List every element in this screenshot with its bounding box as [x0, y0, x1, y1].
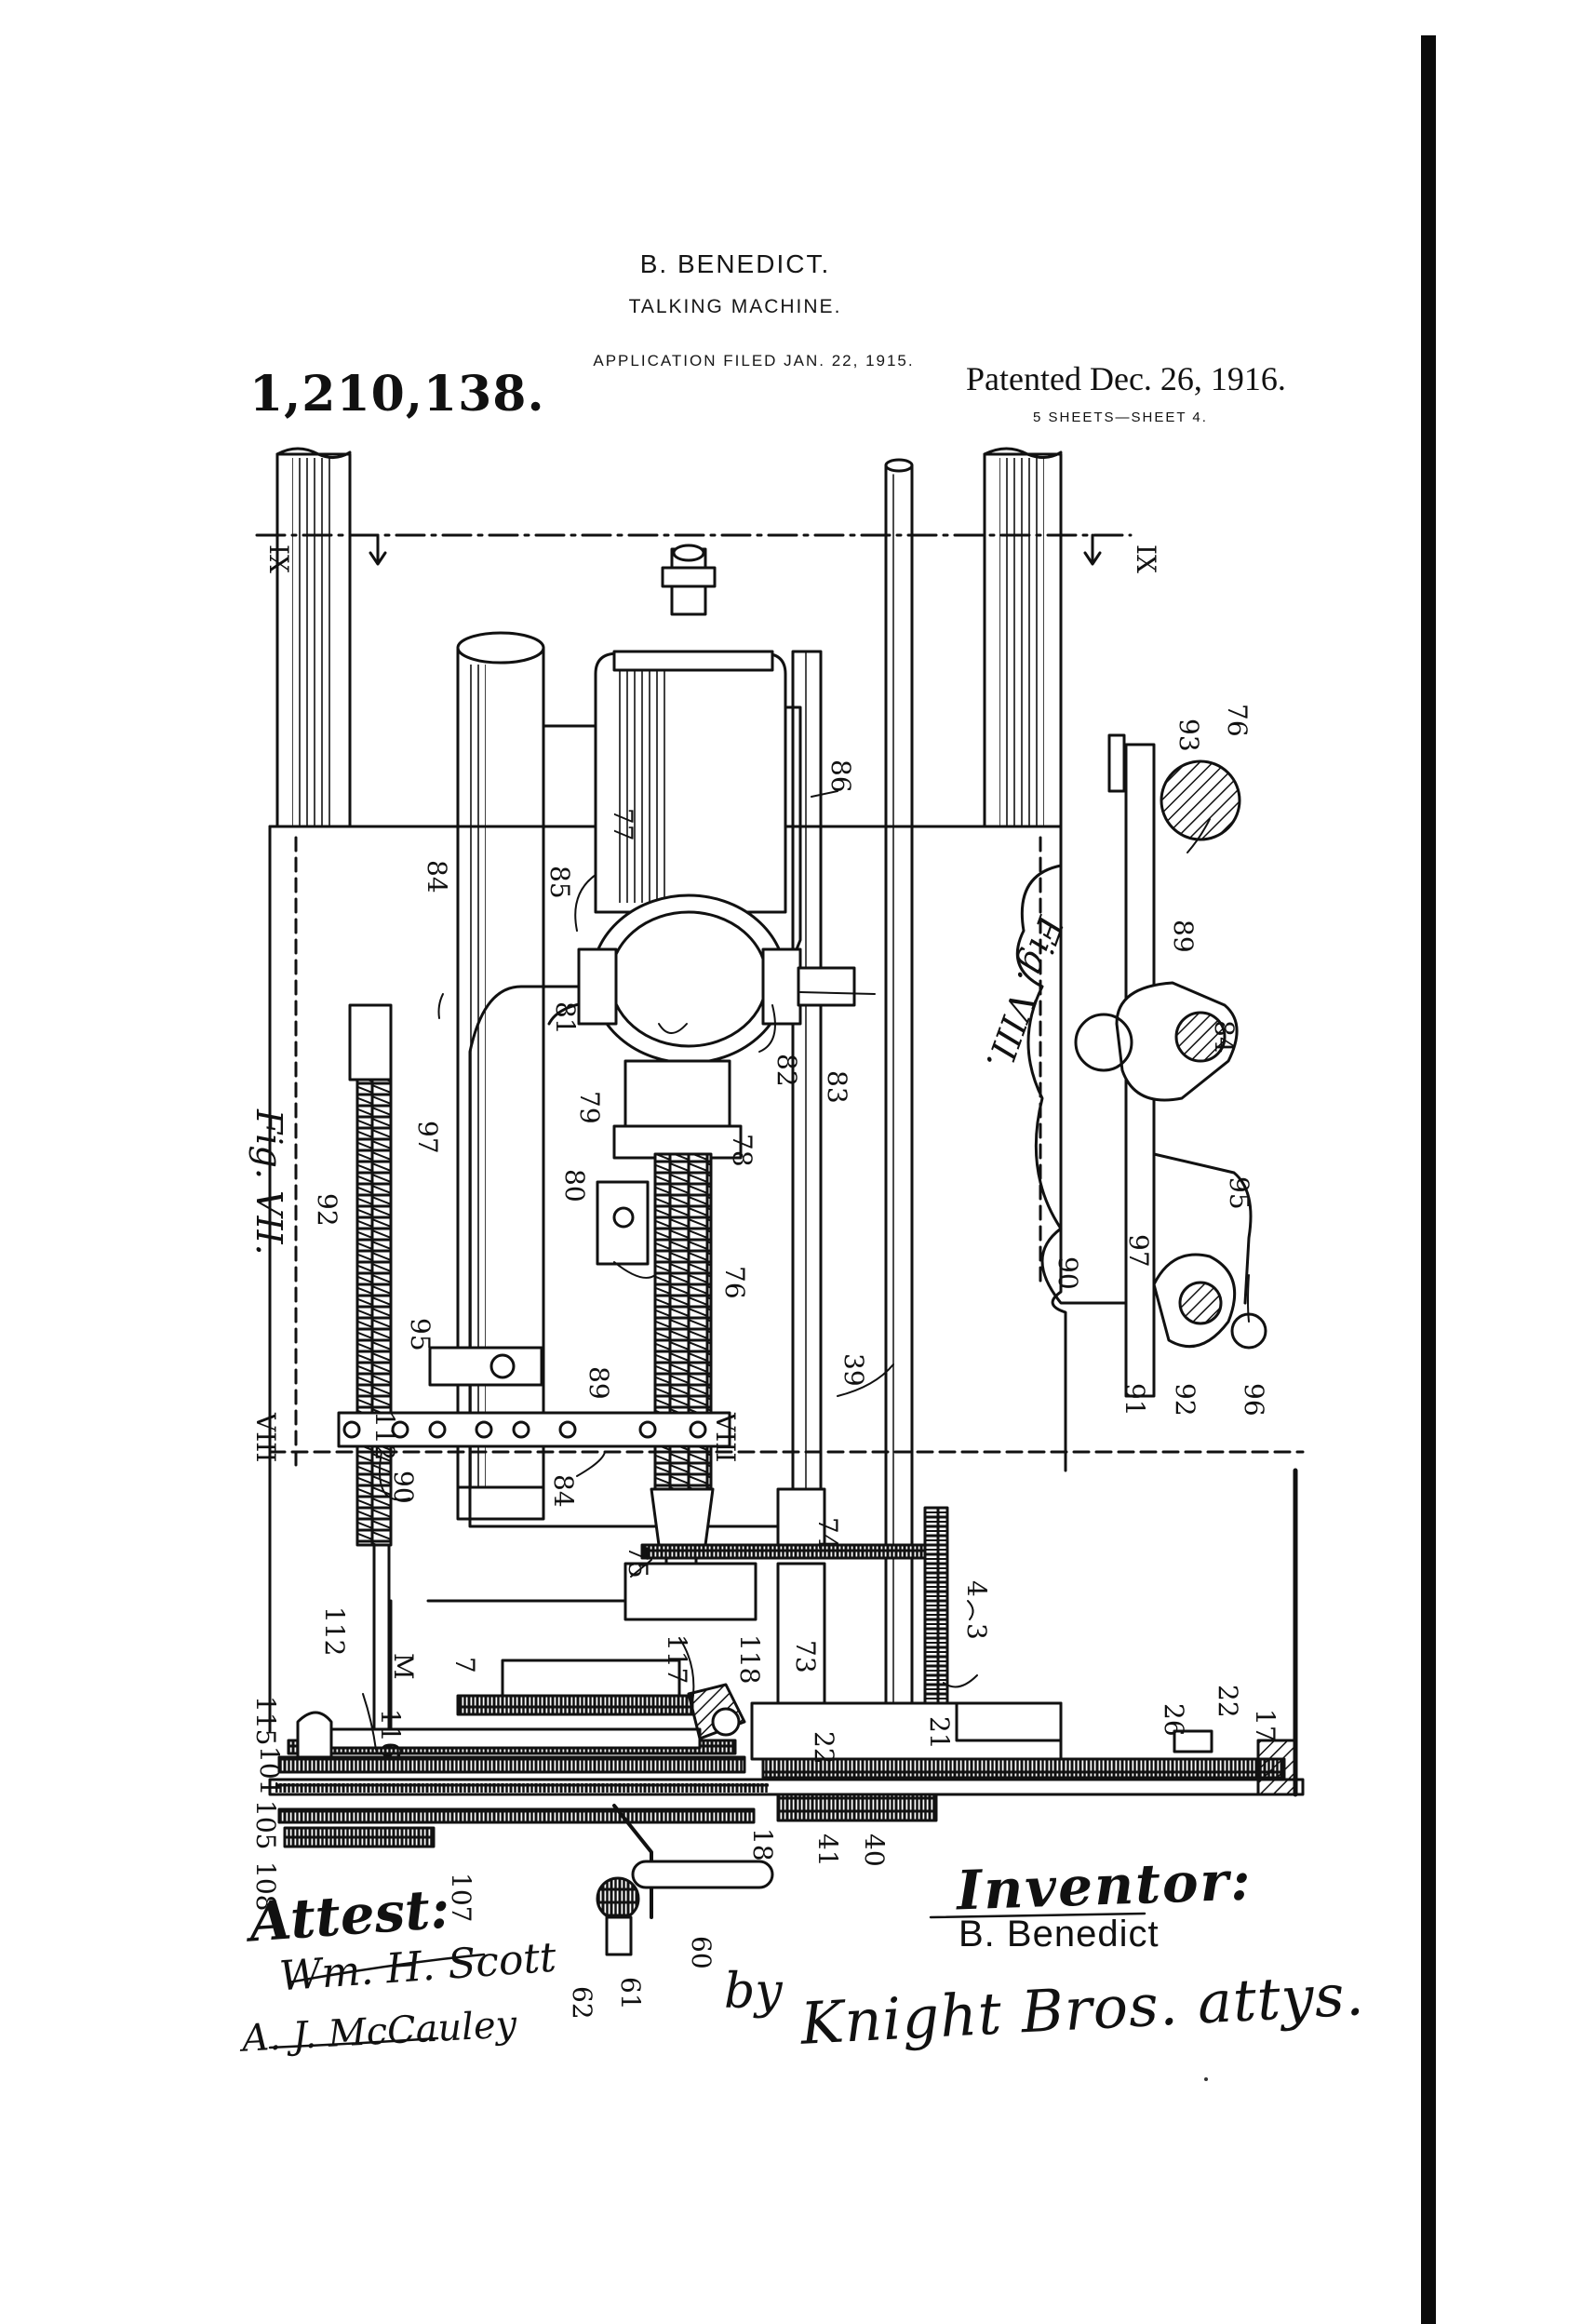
leader-lines [362, 790, 1250, 1751]
numeral: M [388, 1653, 419, 1680]
numeral: 95 [1224, 1176, 1254, 1210]
numeral: 115 [250, 1696, 281, 1745]
numeral: 90 [388, 1471, 419, 1504]
numeral: 84 [1209, 1020, 1240, 1054]
numeral: 77 [608, 808, 638, 841]
right-upright [983, 447, 1063, 828]
numeral: 90 [1052, 1256, 1083, 1290]
numeral: 81 [550, 1001, 581, 1035]
numeral: 112 [319, 1606, 350, 1656]
figure-label-8: Fig. VIII. [978, 910, 1071, 1075]
numeral: 79 [574, 1091, 605, 1124]
figure-label-7: Fig. VII. [248, 1108, 289, 1256]
motor-77 [594, 544, 787, 914]
numeral: 78 [727, 1134, 757, 1167]
numeral: 107 [446, 1873, 476, 1922]
bracket-95 [428, 1346, 543, 1387]
numeral: 74 [812, 1517, 843, 1551]
numeral: 116 [375, 1709, 406, 1758]
inventor-label: Inventor: [955, 1848, 1254, 1923]
numeral: 41 [812, 1834, 843, 1867]
numeral: 17 [1250, 1709, 1280, 1742]
patented-date: Patented Dec. 26, 1916. [966, 360, 1286, 397]
numeral: 118 [734, 1634, 765, 1684]
numeral: 40 [859, 1834, 890, 1867]
numeral: 85 [544, 866, 575, 899]
gear-housing [389, 1562, 1063, 1761]
numeral: 18 [747, 1828, 778, 1861]
section-label: IX [1131, 544, 1161, 573]
numeral: 105 [250, 1800, 281, 1849]
numeral: 92 [1170, 1383, 1200, 1417]
patent-number: 1,210,138. [249, 366, 545, 423]
gear-74 [640, 1487, 949, 1705]
numeral: 76 [1222, 704, 1253, 737]
numeral: 91 [1119, 1383, 1150, 1417]
page-edge-bar [1421, 35, 1436, 2324]
numeral: 101 [254, 1746, 285, 1795]
numeral: 4 [961, 1580, 992, 1597]
numeral: 117 [662, 1634, 692, 1684]
section-label: VIII [710, 1412, 741, 1462]
invention-title: TALKING MACHINE. [628, 296, 842, 317]
numeral: 61 [615, 1977, 646, 2010]
inventor-signature: B. Benedict [959, 1914, 1160, 1955]
numeral: 26 [1159, 1703, 1189, 1737]
feed-screw-92 [348, 1003, 393, 1752]
stray-mark [1204, 2077, 1208, 2081]
numeral: 21 [924, 1716, 955, 1750]
numeral: 97 [412, 1121, 443, 1154]
bar-89 [337, 1411, 731, 1448]
base-frame [268, 825, 1305, 1733]
numeral: 22 [1213, 1685, 1243, 1718]
numeral: 84 [548, 1474, 579, 1508]
reference-numerals: IX IX VIII VIII Fig. VII. Fig. VIII. 77 … [248, 544, 1280, 2020]
numeral: 83 [822, 1070, 852, 1104]
numeral: 89 [1168, 920, 1199, 953]
numeral: 3 [961, 1623, 992, 1640]
crank-60 [596, 1804, 774, 1956]
numeral: 62 [567, 1986, 597, 2020]
fig8-detail [1015, 733, 1267, 1398]
numeral: 22 [809, 1731, 839, 1765]
numeral: 76 [719, 1266, 750, 1299]
left-upright [275, 447, 352, 828]
inventor-heading: B. BENEDICT. [639, 249, 831, 278]
numeral: 92 [312, 1193, 342, 1227]
frame-86 [791, 650, 823, 1547]
sheet-count: 5 SHEETS—SHEET 4. [1033, 410, 1208, 425]
guide-bar-84 [456, 631, 545, 1521]
section-label: IX [263, 544, 294, 573]
numeral: 95 [405, 1318, 436, 1351]
numeral: 60 [686, 1936, 717, 1969]
signature-flourishes [268, 1912, 1146, 2049]
numeral: 75 [623, 1545, 653, 1578]
shaft-116 [296, 1683, 746, 1759]
section-label: VIII [250, 1412, 281, 1462]
application-filed-date: APPLICATION FILED JAN. 22, 1915. [593, 352, 915, 369]
guide-rod-39 [884, 458, 914, 1733]
numeral: 97 [1123, 1234, 1154, 1268]
numeral: 80 [559, 1169, 590, 1202]
numeral: 73 [790, 1640, 821, 1673]
numeral: 93 [1173, 719, 1204, 752]
numeral: 7 [449, 1657, 480, 1673]
numeral: 82 [771, 1054, 802, 1087]
numeral: 86 [825, 759, 856, 793]
numeral: 84 [422, 860, 452, 893]
spindle-76 [596, 1059, 743, 1584]
numeral: 96 [1239, 1383, 1269, 1417]
section-line-ix [255, 533, 1133, 566]
clamp-ring [577, 893, 876, 1065]
numeral: 112 [369, 1411, 400, 1460]
numeral: 89 [583, 1366, 614, 1400]
numeral: 39 [838, 1353, 869, 1387]
by-label: by [724, 1964, 783, 2020]
numeral: 108 [250, 1861, 281, 1911]
